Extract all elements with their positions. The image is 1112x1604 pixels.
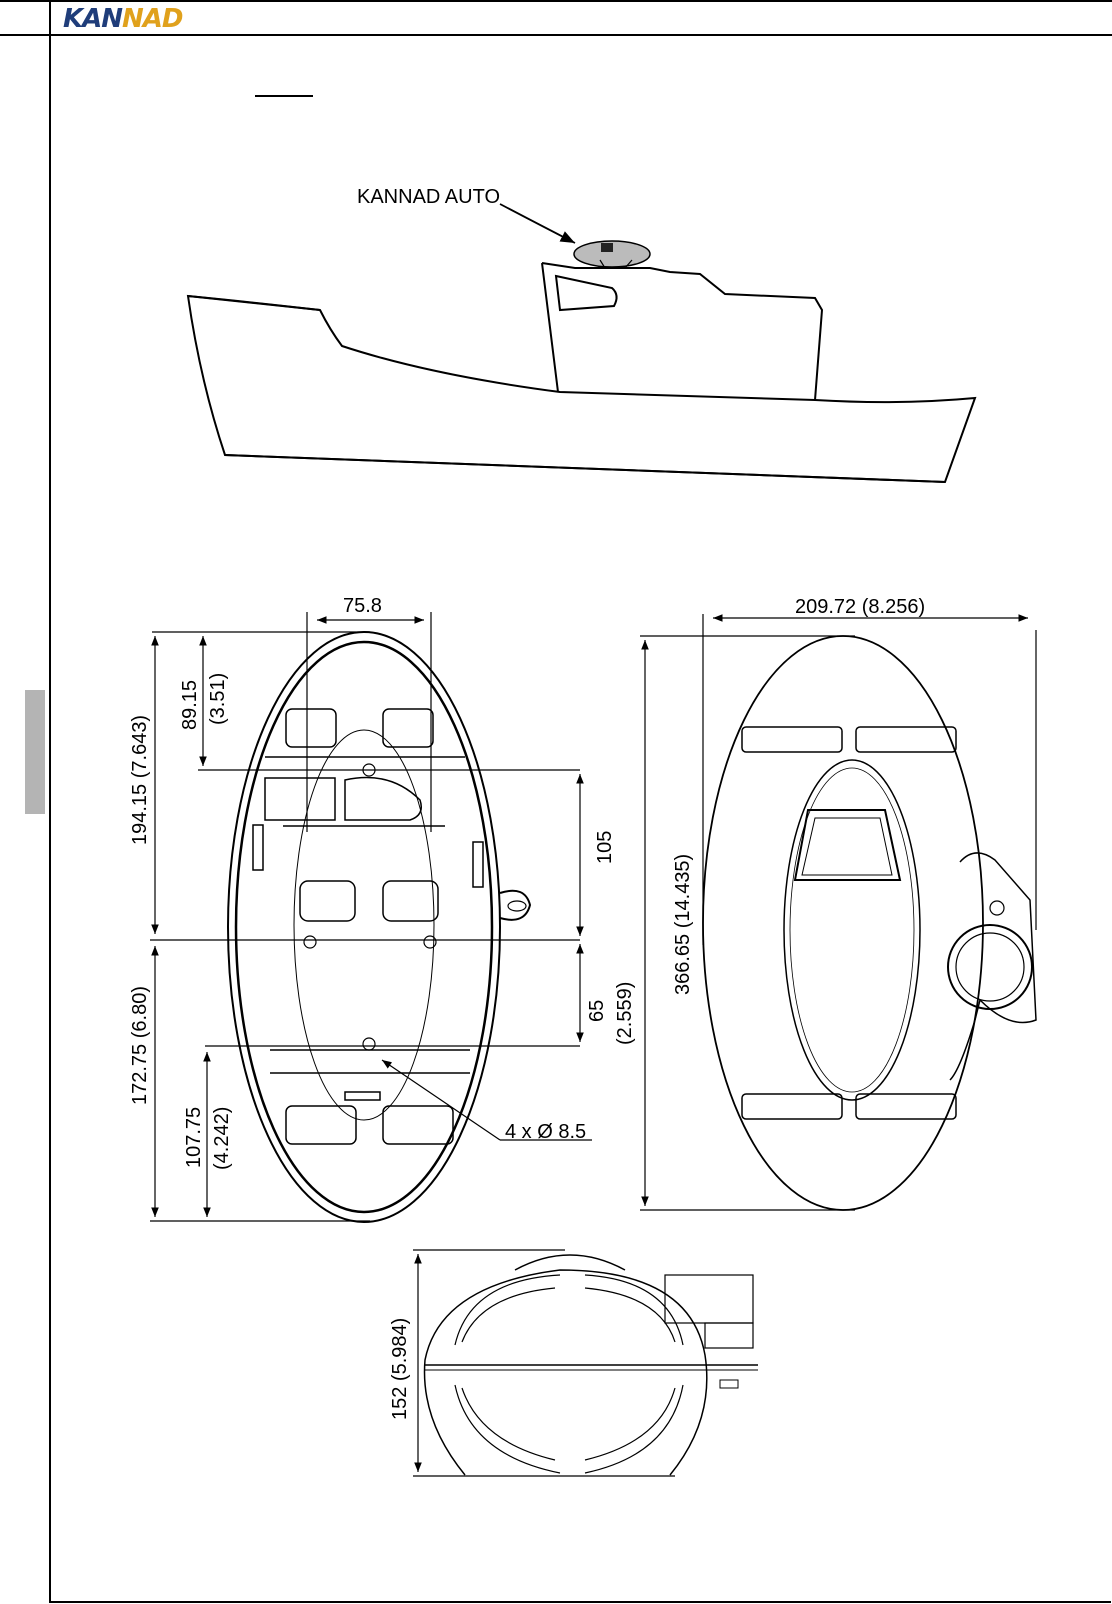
holes-label: 4 x Ø 8.5 [505,1121,586,1143]
dim-total-lower: 172.75 (6.80) [129,986,151,1105]
top-view-outer [228,632,500,1222]
dim-upper-89-in: (3.51) [207,673,229,725]
dim-mid-105: 105 [594,831,616,864]
boat-hull [188,296,975,482]
dim-lower-gap-in: (2.559) [614,982,636,1045]
dim-right-height: 366.65 (14.435) [672,854,694,995]
bottom-view [425,1255,759,1475]
dim-top-width: 75.8 [343,595,382,617]
dim-total-upper: 194.15 (7.643) [129,715,151,845]
device-label: KANNAD AUTO [357,186,500,208]
beacon-leader-line [500,204,575,243]
boat-hull-bottom [225,455,945,482]
right-view-dimensions [640,614,1036,1210]
right-view [703,636,1036,1210]
boat-illustration [188,263,975,482]
dim-lower-gap: 65 [586,1000,608,1022]
boat-window [556,276,617,310]
beacon-on-boat [574,241,650,268]
boat-cabin [542,263,822,400]
dim-bottom-107: 107.75 [183,1107,205,1168]
dim-upper-89: 89.15 [179,680,201,730]
dim-bottom-height: 152 (5.984) [389,1318,411,1420]
top-view-inner [294,730,434,1120]
dim-right-width: 209.72 (8.256) [795,596,925,618]
right-view-outer [703,636,983,1210]
top-view [228,632,530,1222]
boat-deck-line [188,296,320,310]
dim-bottom-107-in: (4.242) [211,1107,233,1170]
bottom-view-dimensions [413,1250,675,1476]
